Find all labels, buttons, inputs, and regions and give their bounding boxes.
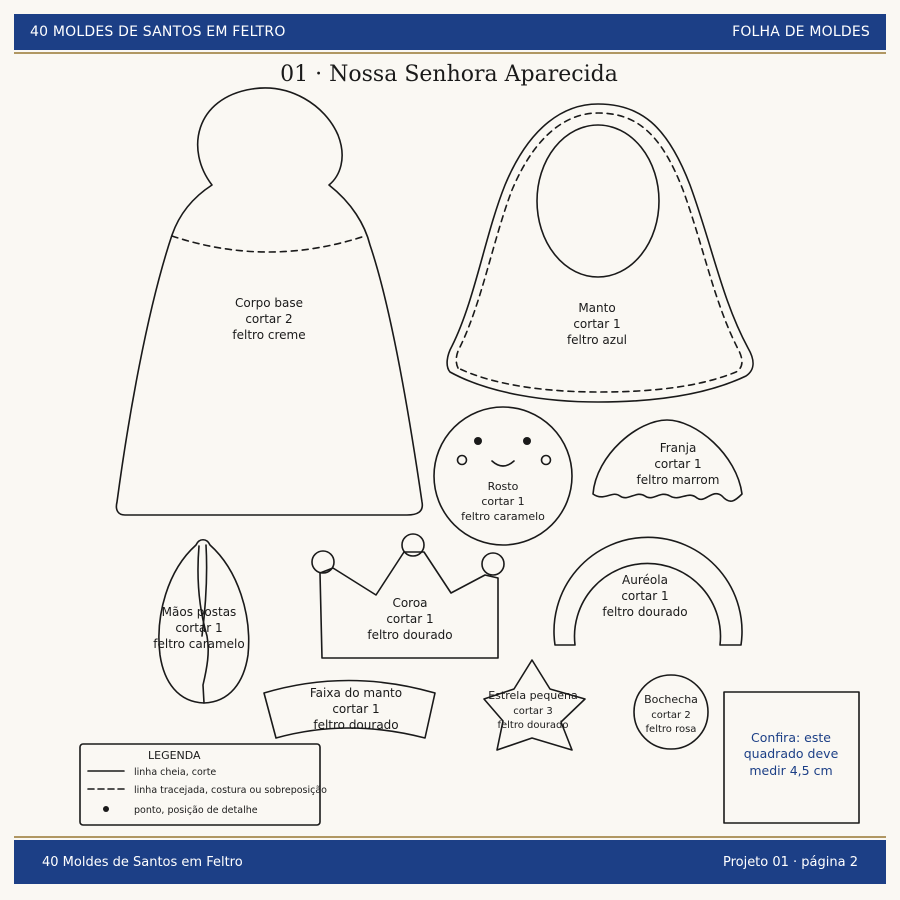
rosto-outline <box>433 406 573 546</box>
rosto-right-eye <box>523 437 531 445</box>
rosto-left-eye <box>474 437 482 445</box>
legend-dot-sample <box>103 806 109 812</box>
bochecha-label-qty: cortar 2 <box>651 710 690 721</box>
footer-book-title: 40 Moldes de Santos em Feltro <box>42 854 243 870</box>
aureola-outline <box>553 536 743 646</box>
franja-label-qty: cortar 1 <box>654 457 701 471</box>
maos-postas-outline <box>158 538 250 704</box>
faixa-manto-outline <box>263 679 436 739</box>
header-series-title: 40 MOLDES DE SANTOS EM FELTRO <box>30 24 286 40</box>
header-band: 40 MOLDES DE SANTOS EM FELTRO FOLHA DE M… <box>14 14 886 50</box>
legend-box <box>79 743 321 826</box>
coroa-right-ball <box>481 552 505 576</box>
rosto-right-cheek-mark <box>540 454 552 466</box>
corpo-label-material: feltro creme <box>232 328 305 342</box>
footer-gold-rule <box>14 836 886 838</box>
maos-postas-finger-line-2 <box>201 544 208 637</box>
coroa-center-ball <box>401 533 425 557</box>
rosto-label-qty: cortar 1 <box>481 495 524 508</box>
maos-label-material: feltro caramelo <box>153 637 244 651</box>
header-gold-rule <box>14 52 886 54</box>
bochecha-outline <box>633 674 709 750</box>
franja-outline <box>592 419 743 502</box>
maos-label-qty: cortar 1 <box>175 621 222 635</box>
manto-seam-line <box>455 112 743 393</box>
aureola-label-qty: cortar 1 <box>621 589 668 603</box>
bochecha-label-material: feltro rosa <box>646 724 697 735</box>
corpo-base-seam-line <box>171 235 366 253</box>
scale-check-line-3: medir 4,5 cm <box>749 763 832 778</box>
coroa-left-ball <box>311 550 335 574</box>
maos-postas-finger-line <box>197 545 210 704</box>
rosto-smile <box>491 460 515 467</box>
aureola-label-name: Auréola <box>622 573 668 587</box>
scale-check-line-2: quadrado deve <box>744 746 839 761</box>
legend-dot-text: ponto, posição de detalhe <box>134 805 258 816</box>
maos-label-name: Mãos postas <box>162 605 237 619</box>
bochecha-label-name: Bochecha <box>644 693 698 706</box>
manto-face-opening <box>536 124 660 278</box>
legend-title: LEGENDA <box>148 749 201 762</box>
estrela-label-name: Estrela pequena <box>488 689 578 702</box>
manto-label-material: feltro azul <box>567 333 627 347</box>
manto-label-qty: cortar 1 <box>573 317 620 331</box>
manto-outline <box>446 103 754 403</box>
legend-dashed-text: linha tracejada, costura ou sobreposição <box>134 785 327 796</box>
franja-label-name: Franja <box>660 441 697 455</box>
coroa-label-material: feltro dourado <box>367 628 452 642</box>
page-title: 01 · Nossa Senhora Aparecida <box>280 62 618 87</box>
coroa-label-name: Coroa <box>392 596 427 610</box>
corpo-label-name: Corpo base <box>235 296 303 310</box>
estrela-label-material: feltro dourado <box>497 720 568 731</box>
rosto-label-name: Rosto <box>488 480 519 493</box>
estrela-pequena-outline <box>483 659 586 751</box>
scale-check-line-1: Confira: este <box>751 730 831 745</box>
faixa-label-qty: cortar 1 <box>332 702 379 716</box>
faixa-label-material: feltro dourado <box>313 718 398 732</box>
scale-check-square <box>723 691 860 824</box>
rosto-label-material: feltro caramelo <box>461 510 545 523</box>
coroa-outline <box>319 551 499 659</box>
corpo-base-outline <box>115 87 424 516</box>
corpo-label-qty: cortar 2 <box>245 312 292 326</box>
faixa-label-name: Faixa do manto <box>310 686 402 700</box>
footer-band: 40 Moldes de Santos em Feltro Projeto 01… <box>14 840 886 884</box>
rosto-left-cheek-mark <box>456 454 468 466</box>
manto-label-name: Manto <box>578 301 615 315</box>
aureola-label-material: feltro dourado <box>602 605 687 619</box>
coroa-label-qty: cortar 1 <box>386 612 433 626</box>
footer-page-number: Projeto 01 · página 2 <box>722 854 858 870</box>
legend-solid-text: linha cheia, corte <box>134 767 216 778</box>
header-sheet-type: FOLHA DE MOLDES <box>732 24 870 40</box>
estrela-label-qty: cortar 3 <box>513 706 552 717</box>
franja-label-material: feltro marrom <box>637 473 720 487</box>
